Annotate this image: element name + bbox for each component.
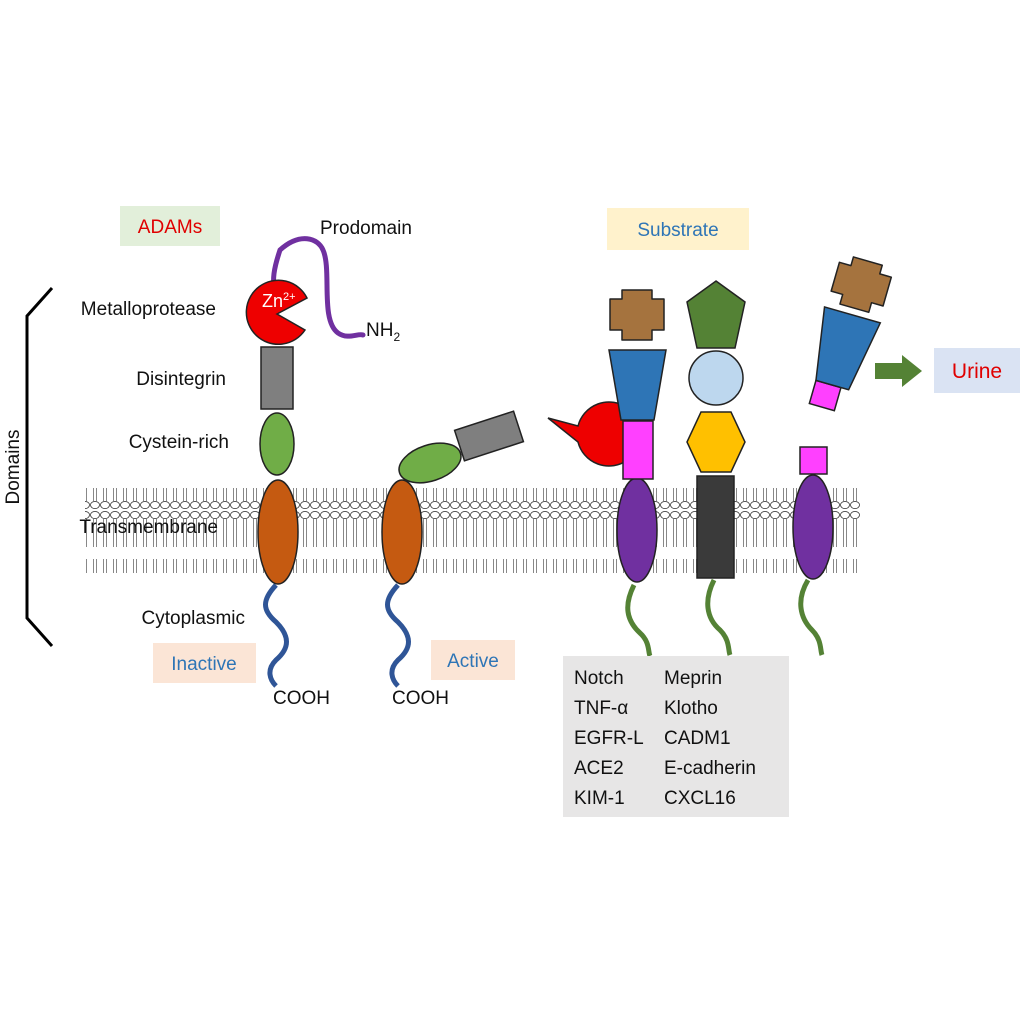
active-disintegrin <box>453 410 525 462</box>
substrate-two-hexagon <box>686 411 746 473</box>
inactive-metalloprotease <box>245 279 308 346</box>
active-cystein-rich <box>398 442 462 484</box>
substrate-tag: Substrate <box>637 220 718 241</box>
prodomain-label: Prodomain <box>320 218 412 239</box>
inactive-tag-bg <box>153 643 256 683</box>
disintegrin-label: Disintegrin <box>136 369 226 390</box>
metalloprotease-label: Metalloprotease <box>81 299 216 320</box>
substrate-item: KIM-1 <box>574 788 625 809</box>
domains-label: Domains <box>3 430 24 505</box>
active-cooh: COOH <box>392 688 449 709</box>
substrate-list-box <box>563 656 789 817</box>
inactive-cystein-rich <box>259 412 295 476</box>
cystein-rich-label: Cystein-rich <box>129 432 229 453</box>
substrate-item: EGFR-L <box>574 728 644 749</box>
substrate-two <box>686 280 746 656</box>
substrate-item: CADM1 <box>664 728 731 749</box>
substrate-list-col1: Notch TNF-α EGFR-L ACE2 KIM-1 <box>574 668 644 809</box>
substrate-three-stub <box>799 446 828 475</box>
substrate-item: CXCL16 <box>664 788 736 809</box>
substrate-tag-bg <box>607 208 749 250</box>
substrate-item: Meprin <box>664 668 722 689</box>
shed-ectodomain <box>808 256 893 412</box>
active-transmembrane <box>381 479 423 585</box>
substrate-one-tail <box>625 583 653 658</box>
domains-bracket <box>25 287 54 647</box>
substrate-item: Klotho <box>664 698 718 719</box>
inactive-zn-label: Zn2+ <box>262 291 296 311</box>
active-cytoplasmic-tail <box>385 583 411 688</box>
urine-arrow <box>875 355 922 387</box>
urine-tag: Urine <box>952 360 1002 383</box>
inactive-cooh: COOH <box>273 688 330 709</box>
inactive-tag: Inactive <box>171 654 236 675</box>
inactive-cytoplasmic-tail <box>263 583 289 688</box>
substrate-one-octagon <box>609 289 665 341</box>
active-adam: Zn2+ <box>381 393 642 688</box>
inactive-transmembrane <box>257 479 299 585</box>
substrate-one-stalk <box>622 420 654 480</box>
inactive-disintegrin <box>260 346 294 410</box>
inactive-adam: Zn2+ <box>245 279 308 688</box>
substrate-item: ACE2 <box>574 758 624 779</box>
substrate-item: TNF-α <box>574 698 628 719</box>
prodomain-chain <box>271 236 366 339</box>
substrate-two-pentagon <box>686 280 746 349</box>
shed-trapezoid <box>815 305 882 391</box>
substrate-three-transmembrane <box>792 474 834 580</box>
substrate-cleaved <box>792 446 834 656</box>
urine-tag-bg <box>934 348 1020 393</box>
cytoplasmic-label: Cytoplasmic <box>142 608 245 629</box>
substrate-three-tail <box>798 578 825 656</box>
nh2-label: NH2 <box>366 320 400 344</box>
adams-tag: ADAMs <box>138 217 202 238</box>
substrate-one-transmembrane <box>616 477 658 583</box>
shed-octagon <box>830 256 893 314</box>
substrate-list-col2: Meprin Klotho CADM1 E-cadherin CXCL16 <box>664 668 756 809</box>
adams-tag-bg <box>120 206 220 246</box>
substrate-two-circle <box>688 350 744 406</box>
active-zn-label: Zn2+ <box>534 393 568 413</box>
substrate-item: Notch <box>574 668 624 689</box>
substrate-item: E-cadherin <box>664 758 756 779</box>
substrate-two-tail <box>705 578 733 656</box>
substrate-two-transmembrane <box>696 475 735 579</box>
active-tag: Active <box>447 651 499 672</box>
transmembrane-label: Transmembrane <box>79 517 218 538</box>
substrate-one <box>608 289 667 658</box>
substrate-one-trapezoid <box>608 349 667 421</box>
active-tag-bg <box>431 640 515 680</box>
